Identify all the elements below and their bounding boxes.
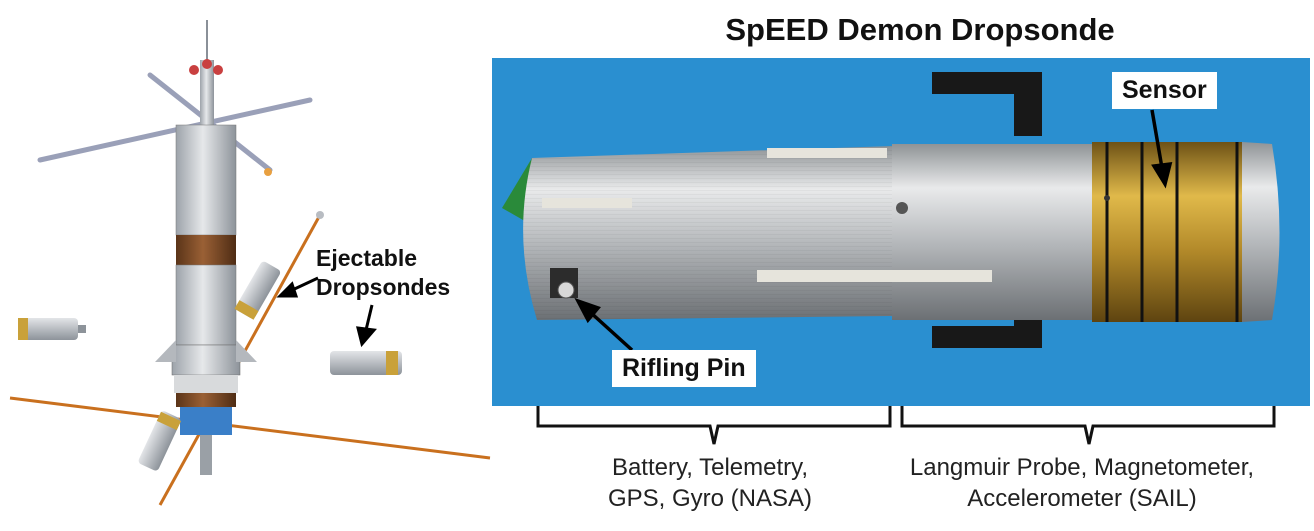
canister-body: [523, 142, 1280, 322]
caption-sail-section: Langmuir Probe, Magnetometer, Accelerome…: [872, 452, 1292, 514]
sensor-label: Sensor: [1112, 72, 1217, 109]
ejectable-label-line2: Dropsondes: [316, 274, 451, 300]
rifling-pin-label: Rifling Pin: [612, 350, 756, 387]
caption-left-line1: Battery, Telemetry,: [611, 454, 809, 481]
rocket-cad-illustration: [9, 20, 491, 506]
dropsonde-photo: [492, 58, 1310, 406]
ejected-dropsonde-2: [18, 318, 86, 340]
caption-nasa-section: Battery, Telemetry, GPS, Gyro (NASA): [560, 452, 860, 514]
ejectable-label-line1: Ejectable: [316, 245, 417, 271]
top-booms: [37, 72, 313, 173]
caption-right-line1: Langmuir Probe, Magnetometer,: [909, 454, 1255, 481]
caption-right-line2: Accelerometer (SAIL): [967, 485, 1197, 512]
ejected-dropsonde-1: [234, 261, 281, 320]
ejectable-arrows: [276, 276, 377, 348]
diagram-title: SpEED Demon Dropsonde: [725, 12, 1115, 47]
section-braces: [536, 406, 1276, 445]
mounting-brackets: [932, 72, 1042, 348]
rocket-body: [171, 124, 241, 475]
ejected-dropsonde-4: [138, 411, 181, 471]
ejectable-dropsondes-label: Ejectable Dropsondes: [316, 244, 450, 302]
photo-arrows: [574, 109, 1173, 352]
caption-left-line2: GPS, Gyro (NASA): [607, 485, 813, 512]
ejected-dropsonde-3: [330, 351, 402, 375]
